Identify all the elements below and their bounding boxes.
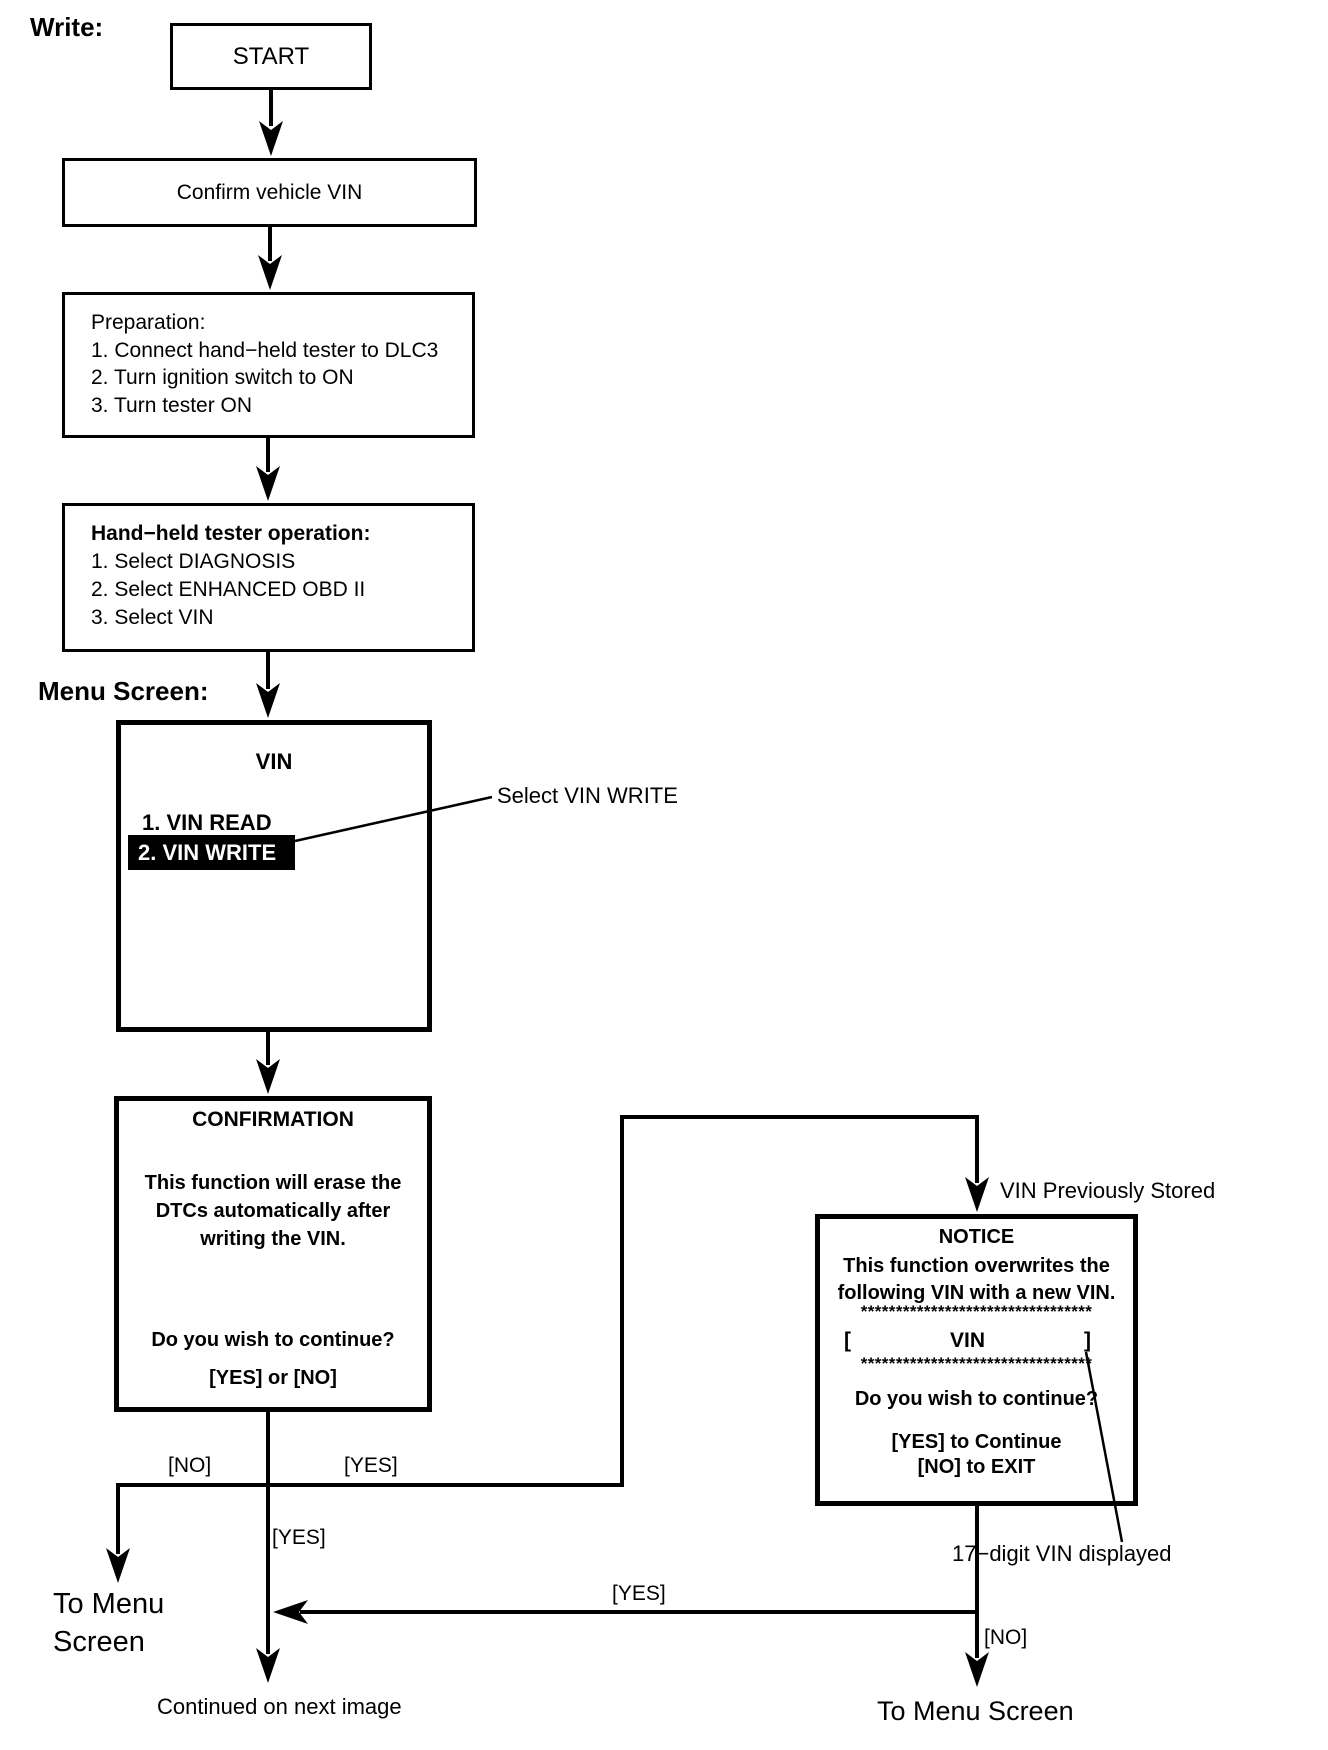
arrowhead-down-icon (259, 121, 283, 156)
annotation-select-vin-write: Select VIN WRITE (497, 783, 678, 808)
menu-item-vin-read[interactable]: 1. VIN READ (142, 810, 272, 835)
arrowhead-down-icon (256, 683, 280, 718)
branch-label-yes: [YES] (272, 1526, 326, 1549)
terminal-to-menu-screen-right: To Menu Screen (877, 1696, 1074, 1726)
branch-label-yes: [YES] (612, 1582, 666, 1605)
confirmation-body-line: DTCs automatically after (155, 1200, 391, 1222)
tester-operation-node: Hand−held tester operation: 1. Select DI… (62, 503, 475, 652)
notice-no-line: [NO] to EXIT (917, 1456, 1036, 1478)
notice-body-line: following VIN with a new VIN. (837, 1282, 1116, 1304)
confirm-vin-node: Confirm vehicle VIN (62, 158, 477, 227)
arrowhead-down-icon (106, 1548, 130, 1583)
section-title-write: Write: (30, 12, 104, 42)
notice-separator-stars: ********************************* (860, 1354, 1093, 1373)
notice-title: NOTICE (938, 1226, 1015, 1248)
confirmation-title: CONFIRMATION (192, 1108, 354, 1131)
notice-question: Do you wish to continue? (854, 1388, 1099, 1410)
section-title-menu-screen: Menu Screen: (38, 676, 209, 706)
notice-body-line: This function overwrites the (843, 1255, 1110, 1277)
arrowhead-down-icon (258, 255, 282, 290)
vin-open-bracket: [ (844, 1329, 851, 1352)
tester-operation-step: 1. Select DIAGNOSIS (91, 550, 296, 573)
arrowhead-left-icon (273, 1600, 308, 1624)
arrowhead-down-icon (256, 1059, 280, 1094)
arrowhead-down-icon (965, 1177, 989, 1212)
terminal-continued-next-image: Continued on next image (157, 1694, 402, 1719)
preparation-node: Preparation: 1. Connect hand−held tester… (62, 292, 475, 438)
annotation-17-digit-vin: 17−digit VIN displayed (952, 1541, 1172, 1566)
confirmation-question: Do you wish to continue? (151, 1329, 395, 1351)
preparation-step: 1. Connect hand−held tester to DLC3 (91, 338, 439, 362)
notice-screen: NOTICE This function overwrites the foll… (815, 1214, 1138, 1506)
terminal-to-menu-screen-left: To Menu Screen (53, 1585, 164, 1661)
confirmation-screen: CONFIRMATION This function will erase th… (114, 1096, 432, 1412)
notice-vin-row: [ VIN ] (820, 1329, 1133, 1353)
notice-separator-stars: ********************************* (860, 1302, 1093, 1321)
start-node-label: START (232, 42, 310, 70)
menu-item-vin-write-highlighted[interactable]: 2. VIN WRITE (128, 835, 295, 870)
annotation-vin-previously-stored: VIN Previously Stored (1000, 1178, 1216, 1203)
arrowhead-down-icon (256, 1648, 280, 1683)
preparation-step: 3. Turn tester ON (91, 393, 253, 417)
confirmation-body-line: writing the VIN. (200, 1228, 346, 1250)
start-node: START (170, 23, 372, 90)
preparation-title: Preparation: (91, 311, 206, 334)
tester-operation-step: 3. Select VIN (91, 606, 214, 629)
arrowhead-down-icon (256, 466, 280, 501)
vin-value: VIN (949, 1329, 985, 1352)
confirmation-body-line: This function will erase the (144, 1172, 402, 1194)
menu-item-vin-write-label: 2. VIN WRITE (138, 839, 277, 865)
vin-menu-screen: VIN 1. VIN READ 2. VIN WRITE (116, 720, 432, 1032)
branch-label-yes: [YES] (344, 1454, 398, 1477)
terminal-line: To Menu (53, 1588, 165, 1620)
notice-yes-line: [YES] to Continue (891, 1431, 1062, 1453)
confirm-vin-label: Confirm vehicle VIN (176, 180, 363, 204)
vin-close-bracket: ] (1083, 1329, 1091, 1352)
terminal-line: Screen (53, 1626, 145, 1658)
confirmation-options: [YES] or [NO] (209, 1367, 337, 1389)
arrowhead-down-icon (965, 1652, 989, 1687)
vin-menu-title: VIN (255, 749, 293, 774)
preparation-step: 2. Turn ignition switch to ON (91, 366, 354, 389)
branch-label-no: [NO] (984, 1626, 1028, 1649)
branch-label-no: [NO] (168, 1454, 212, 1477)
tester-operation-title: Hand−held tester operation: (91, 522, 371, 545)
tester-operation-step: 2. Select ENHANCED OBD II (91, 578, 366, 601)
